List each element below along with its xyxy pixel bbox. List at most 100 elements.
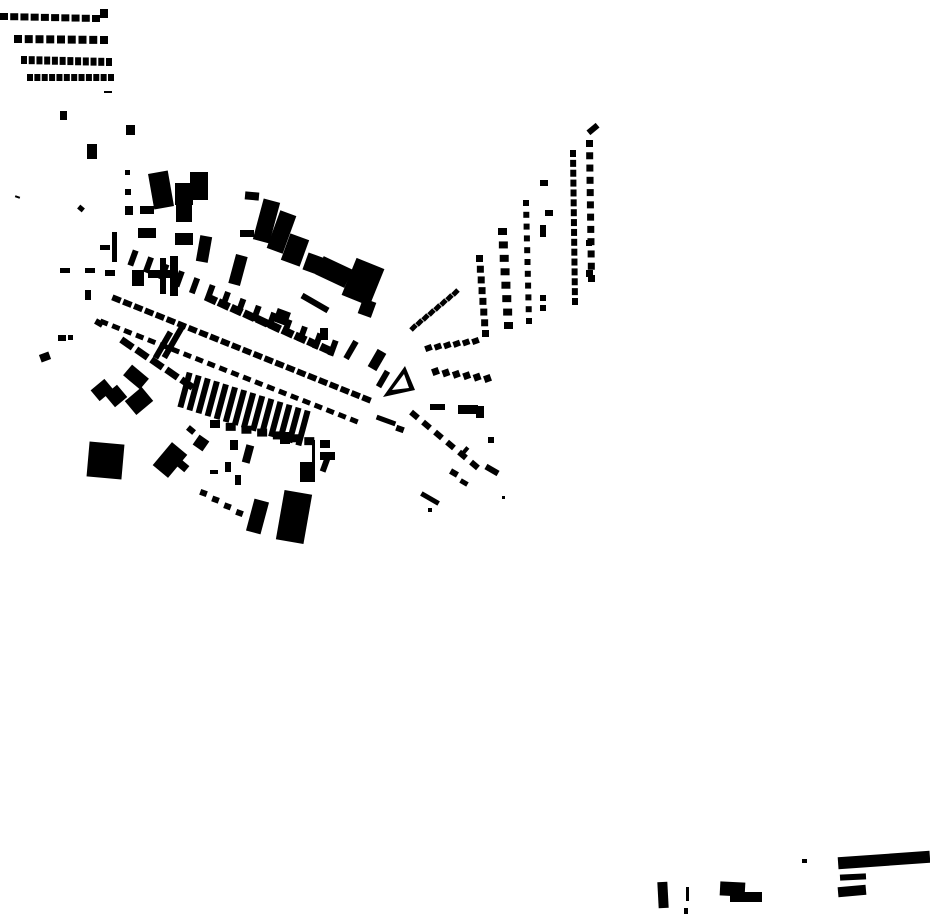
building <box>478 287 486 295</box>
building <box>125 189 131 195</box>
building <box>100 9 108 18</box>
building <box>36 56 43 65</box>
building <box>122 298 133 308</box>
building <box>571 278 578 286</box>
building <box>89 35 98 44</box>
building <box>127 249 139 267</box>
building <box>587 213 595 221</box>
building <box>187 324 198 334</box>
building <box>433 429 444 441</box>
building <box>570 169 577 177</box>
building <box>421 313 430 322</box>
building <box>293 331 308 345</box>
building <box>341 257 385 307</box>
building <box>420 491 440 506</box>
building <box>231 389 248 426</box>
building <box>44 56 51 65</box>
building <box>266 384 276 392</box>
building <box>540 225 546 237</box>
building <box>383 366 415 397</box>
building <box>194 356 204 364</box>
building <box>241 346 253 356</box>
building <box>57 35 65 44</box>
building <box>188 277 201 295</box>
building <box>320 452 335 460</box>
building <box>325 407 335 415</box>
building <box>71 14 80 22</box>
building <box>61 14 70 22</box>
building <box>152 330 174 360</box>
building <box>51 14 60 22</box>
building <box>837 884 867 898</box>
building <box>266 210 297 254</box>
building <box>209 333 220 343</box>
building <box>78 35 87 44</box>
building <box>218 365 228 373</box>
building <box>458 446 470 458</box>
building <box>571 288 578 296</box>
building <box>199 488 208 498</box>
building <box>265 311 278 329</box>
building <box>523 200 529 206</box>
building <box>479 297 487 305</box>
building <box>98 57 105 66</box>
building <box>525 294 532 301</box>
building <box>195 235 213 263</box>
building <box>471 336 480 346</box>
building <box>427 308 436 317</box>
building <box>170 256 178 296</box>
building <box>210 470 218 474</box>
building <box>192 434 210 452</box>
building <box>424 343 433 353</box>
building <box>445 439 456 451</box>
building <box>484 463 500 477</box>
building <box>540 180 548 186</box>
building <box>60 268 70 273</box>
building <box>204 380 220 417</box>
building <box>839 873 867 881</box>
building <box>210 420 220 428</box>
building <box>90 57 97 66</box>
building <box>433 303 442 312</box>
building <box>502 295 512 303</box>
building <box>320 440 330 448</box>
building <box>148 170 174 210</box>
building <box>306 372 318 382</box>
building <box>28 56 35 65</box>
building <box>476 406 484 418</box>
building <box>586 152 594 160</box>
building <box>524 247 531 254</box>
building <box>60 111 67 120</box>
building <box>337 412 347 420</box>
building <box>730 892 762 902</box>
building <box>10 13 19 21</box>
building <box>105 270 115 276</box>
building <box>458 405 478 414</box>
building <box>586 140 593 147</box>
building <box>571 258 578 266</box>
building <box>571 238 578 246</box>
building <box>142 256 154 274</box>
building <box>78 74 85 81</box>
building <box>504 322 513 329</box>
building <box>328 381 340 391</box>
building <box>315 256 353 288</box>
building <box>14 35 22 43</box>
building <box>229 303 244 317</box>
building <box>586 176 594 184</box>
building <box>409 323 418 332</box>
building <box>274 359 285 369</box>
building <box>280 326 295 339</box>
building <box>268 401 284 438</box>
building <box>395 424 405 434</box>
building <box>225 422 236 431</box>
building <box>498 228 507 235</box>
building <box>361 394 372 404</box>
building <box>170 346 181 355</box>
building <box>71 74 78 81</box>
building <box>67 57 74 66</box>
building <box>570 199 577 207</box>
building <box>51 56 58 65</box>
